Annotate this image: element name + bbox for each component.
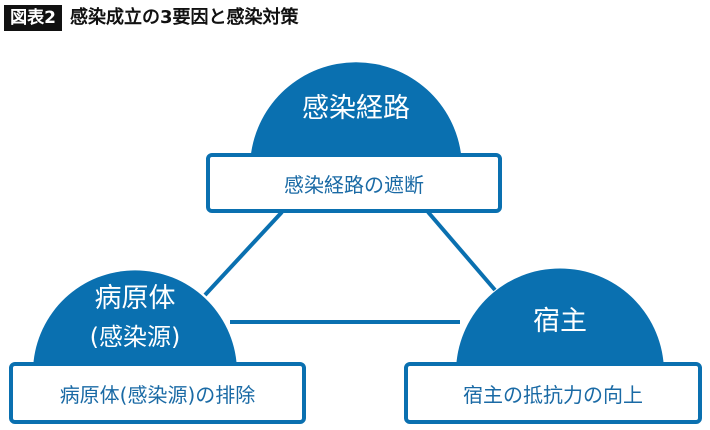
route-measure-box: 感染経路の遮断 [206, 153, 502, 213]
connector-route-host [426, 210, 497, 292]
pathogen-measure-box: 病原体(感染源)の排除 [9, 362, 306, 424]
host-measure: 宿主の抵抗力の向上 [463, 382, 643, 407]
pathogen-dome [33, 270, 237, 366]
pathogen-measure: 病原体(感染源)の排除 [59, 382, 256, 407]
host-label: 宿主 [533, 306, 587, 337]
host-measure-box: 宿主の抵抗力の向上 [404, 362, 702, 424]
pathogen-label: 病原体 [94, 283, 176, 314]
figure-badge: 図表2 [4, 5, 62, 31]
pathogen-sublabel: (感染源) [89, 323, 181, 351]
route-dome [250, 62, 462, 157]
route-measure: 感染経路の遮断 [284, 172, 424, 197]
figure-title: 感染成立の3要因と感染対策 [70, 7, 299, 28]
connector-route-pathogen [203, 210, 284, 297]
route-label: 感染経路 [302, 93, 410, 124]
host-dome [456, 268, 664, 366]
